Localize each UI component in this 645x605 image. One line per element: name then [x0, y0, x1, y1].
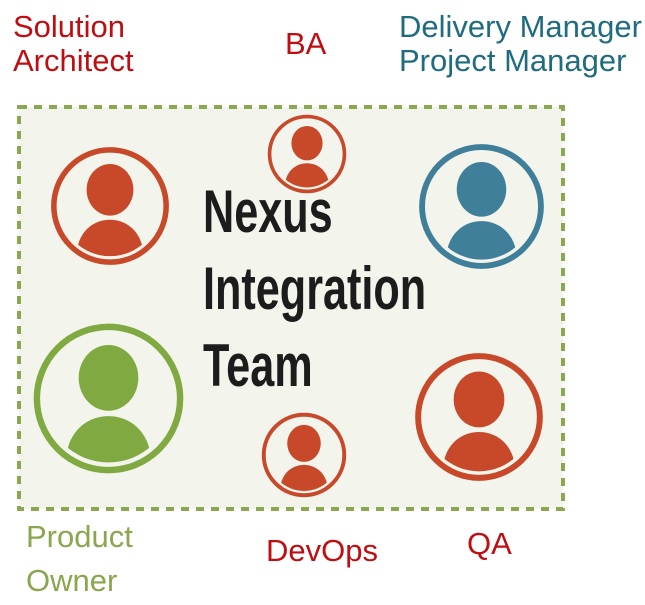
person-icon-devops — [261, 412, 347, 498]
label-devops: DevOps — [266, 533, 378, 568]
person-icon-product-owner — [32, 322, 185, 475]
person-icon-ba — [267, 114, 347, 194]
person-icon-solution-architect — [50, 146, 170, 266]
center-title-line: Team — [203, 332, 313, 399]
label-qa: QA — [467, 526, 512, 561]
person-icon-delivery-manager — [418, 143, 545, 270]
label-line: Product — [26, 519, 133, 554]
label-line: Delivery Manager — [399, 9, 642, 44]
label-product-owner: Product Owner — [26, 515, 133, 603]
person-icon-qa — [414, 352, 544, 482]
center-title-line: Integration — [203, 255, 427, 322]
label-line: Architect — [13, 43, 134, 78]
center-title-line: Nexus — [203, 178, 333, 245]
label-line: Project Manager — [399, 43, 627, 78]
label-ba: BA — [285, 26, 327, 61]
label-line: Owner — [26, 563, 118, 598]
label-solution-architect: Solution Architect — [13, 10, 134, 78]
center-title: Nexus Integration Team — [203, 173, 426, 404]
label-line: Solution — [13, 9, 126, 44]
label-delivery-project-manager: Delivery Manager Project Manager — [399, 10, 642, 78]
